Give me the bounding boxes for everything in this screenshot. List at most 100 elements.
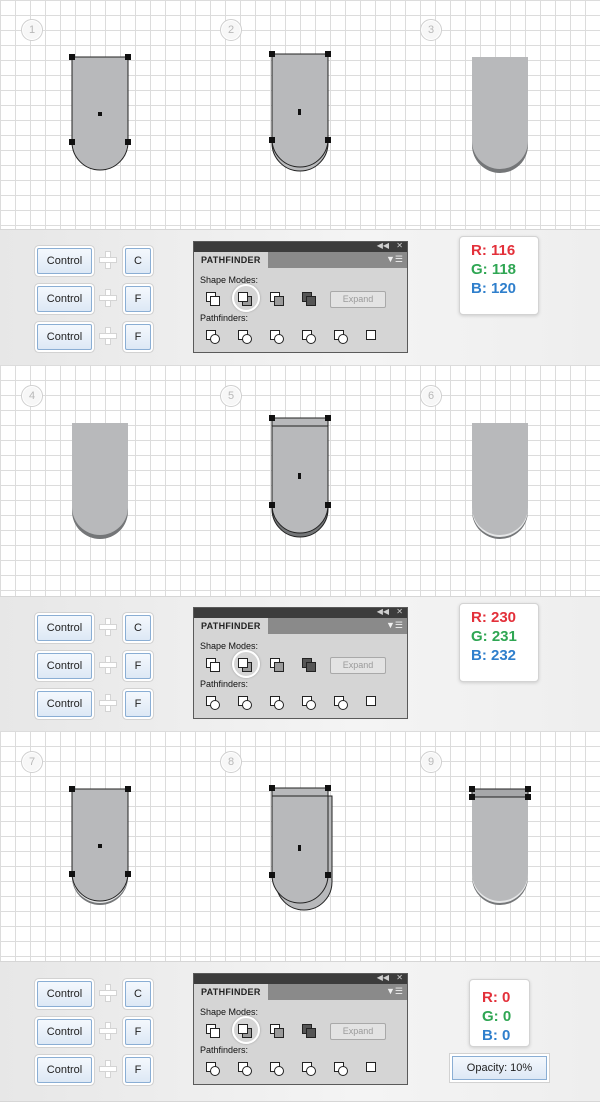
exclude-icon[interactable] — [302, 1024, 316, 1038]
crop-icon[interactable] — [302, 330, 316, 344]
close-icon[interactable]: ✕ — [396, 607, 403, 616]
f-key: F — [125, 1057, 151, 1083]
unite-icon[interactable] — [206, 292, 220, 306]
highlight-ring — [232, 650, 260, 678]
intersect-icon[interactable] — [270, 658, 284, 672]
expand-button[interactable]: Expand — [330, 1023, 386, 1040]
collapse-icon[interactable]: ◀◀ — [376, 607, 389, 616]
exclude-icon[interactable] — [302, 292, 316, 306]
step-badge: 2 — [220, 19, 242, 41]
pathfinders-label: Pathfinders: — [200, 679, 249, 689]
plus-icon — [99, 984, 117, 1002]
step-badge: 8 — [220, 751, 242, 773]
collapse-icon[interactable]: ◀◀ — [376, 241, 389, 250]
control-key: Control — [37, 653, 92, 679]
shortcut-control-f: Control F — [37, 1019, 157, 1045]
divide-icon[interactable] — [206, 696, 220, 710]
shape-result-step-6 — [472, 423, 528, 539]
control-key: Control — [37, 324, 92, 350]
opacity-label: Opacity: 10% — [452, 1056, 547, 1080]
collapse-icon[interactable]: ◀◀ — [376, 973, 389, 982]
green-value: G: 0 — [482, 1008, 512, 1025]
shortcut-control-f: Control F — [37, 653, 157, 679]
plus-icon — [99, 251, 117, 269]
rgb-color-card: R: 116 G: 118 B: 120 — [459, 236, 539, 315]
merge-icon[interactable] — [270, 1062, 284, 1076]
shortcut-control-c: Control C — [37, 248, 157, 274]
f-key: F — [125, 286, 151, 312]
divide-icon[interactable] — [206, 1062, 220, 1076]
step-badge: 7 — [21, 751, 43, 773]
plus-icon — [99, 327, 117, 345]
intersect-icon[interactable] — [270, 1024, 284, 1038]
crop-icon[interactable] — [302, 1062, 316, 1076]
shortcut-control-f: Control F — [37, 1057, 157, 1083]
selected-shape-step-9[interactable] — [462, 782, 538, 912]
outline-icon[interactable] — [334, 1062, 348, 1076]
shortcut-control-c: Control C — [37, 615, 157, 641]
merge-icon[interactable] — [270, 696, 284, 710]
merge-icon[interactable] — [270, 330, 284, 344]
c-key: C — [125, 615, 151, 641]
step-badge: 1 — [21, 19, 43, 41]
highlight-ring — [232, 1016, 260, 1044]
selected-shape-step-1[interactable] — [62, 50, 138, 180]
close-icon[interactable]: ✕ — [396, 973, 403, 982]
expand-button[interactable]: Expand — [330, 291, 386, 308]
green-value: G: 231 — [471, 628, 517, 645]
close-icon[interactable]: ✕ — [396, 241, 403, 250]
minus-back-icon[interactable] — [366, 696, 380, 710]
intersect-icon[interactable] — [270, 292, 284, 306]
step-badge: 6 — [420, 385, 442, 407]
minus-front-icon[interactable] — [238, 658, 252, 672]
plus-icon — [99, 1022, 117, 1040]
tab-pathfinder[interactable]: PATHFINDER — [194, 618, 268, 634]
control-key: Control — [37, 286, 92, 312]
control-key: Control — [37, 1019, 92, 1045]
exclude-icon[interactable] — [302, 658, 316, 672]
selected-shape-step-2[interactable] — [262, 48, 338, 180]
divide-icon[interactable] — [206, 330, 220, 344]
panel-titlebar: ◀◀ ✕ — [194, 973, 407, 984]
selected-shape-step-7[interactable] — [62, 782, 138, 912]
unite-icon[interactable] — [206, 658, 220, 672]
trim-icon[interactable] — [238, 696, 252, 710]
panel-titlebar: ◀◀ ✕ — [194, 607, 407, 618]
minus-front-icon[interactable] — [238, 1024, 252, 1038]
rgb-color-card: R: 0 G: 0 B: 0 — [469, 979, 530, 1047]
blue-value: B: 232 — [471, 647, 517, 664]
selected-shape-step-8[interactable] — [262, 782, 338, 914]
step-badge: 4 — [21, 385, 43, 407]
minus-back-icon[interactable] — [366, 1062, 380, 1076]
outline-icon[interactable] — [334, 696, 348, 710]
crop-icon[interactable] — [302, 696, 316, 710]
shortcut-control-f: Control F — [37, 691, 157, 717]
panel-menu-icon[interactable]: ▼☰ — [386, 254, 403, 264]
control-key: Control — [37, 691, 92, 717]
tab-pathfinder[interactable]: PATHFINDER — [194, 984, 268, 1000]
plus-icon — [99, 656, 117, 674]
green-value: G: 118 — [471, 261, 517, 278]
trim-icon[interactable] — [238, 1062, 252, 1076]
trim-icon[interactable] — [238, 330, 252, 344]
minus-front-icon[interactable] — [238, 292, 252, 306]
panel-menu-icon[interactable]: ▼☰ — [386, 620, 403, 630]
panel-tab-row: PATHFINDER ▼☰ — [194, 984, 407, 1000]
tab-pathfinder[interactable]: PATHFINDER — [194, 252, 268, 268]
minus-back-icon[interactable] — [366, 330, 380, 344]
outline-icon[interactable] — [334, 330, 348, 344]
c-key: C — [125, 248, 151, 274]
panel-menu-icon[interactable]: ▼☰ — [386, 986, 403, 996]
panel-tab-row: PATHFINDER ▼☰ — [194, 618, 407, 634]
selected-shape-step-5[interactable] — [262, 412, 338, 544]
shape-step-4 — [72, 423, 128, 539]
pathfinder-panel: ◀◀ ✕ PATHFINDER ▼☰ Shape Modes: Expand P… — [193, 973, 408, 1085]
shape-result-step-3 — [472, 57, 528, 173]
f-key: F — [125, 653, 151, 679]
pathfinders-label: Pathfinders: — [200, 1045, 249, 1055]
unite-icon[interactable] — [206, 1024, 220, 1038]
expand-button[interactable]: Expand — [330, 657, 386, 674]
shortcut-control-f: Control F — [37, 286, 157, 312]
red-value: R: 116 — [471, 242, 516, 259]
plus-icon — [99, 289, 117, 307]
